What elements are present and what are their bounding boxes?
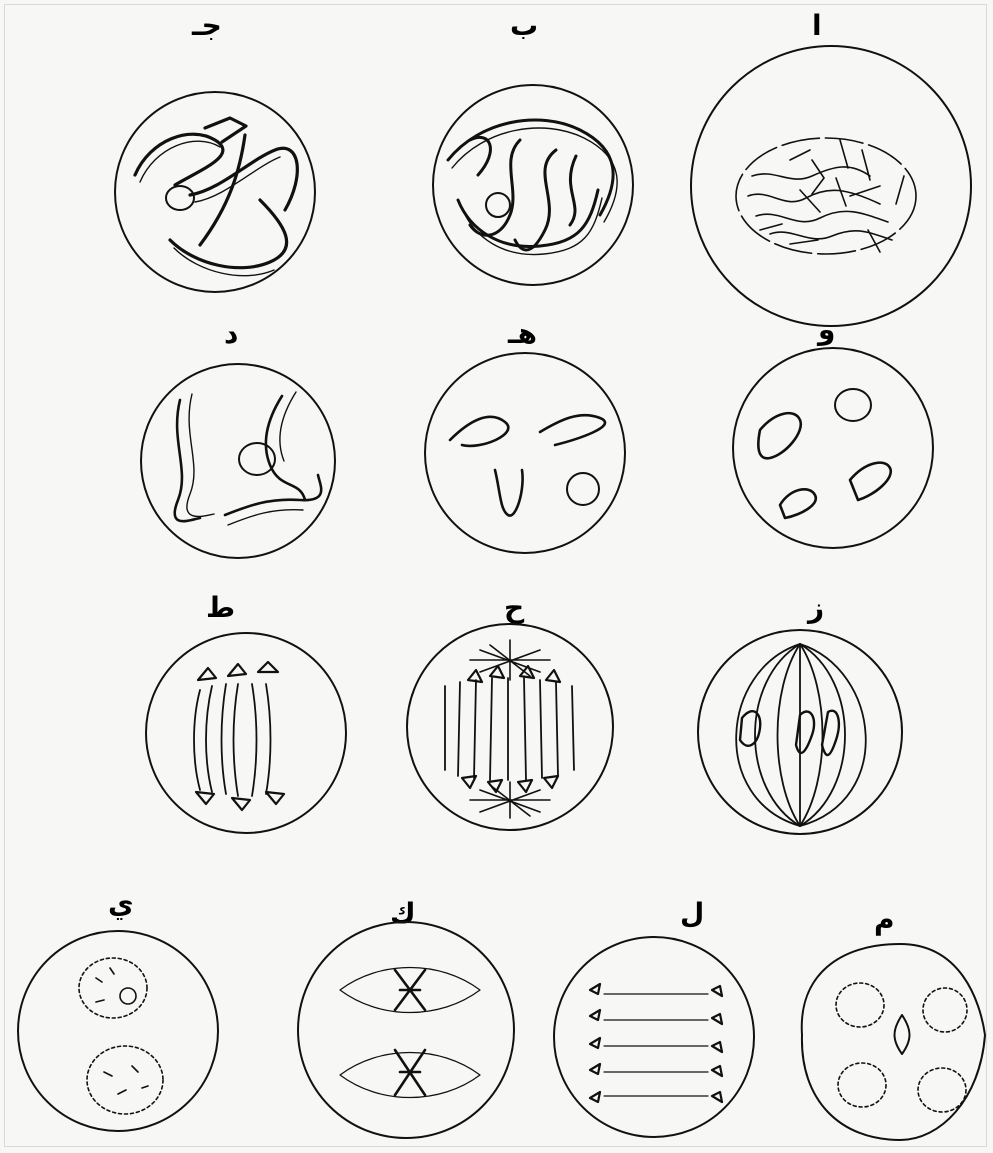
chromatids xyxy=(590,984,722,1102)
thick-bivalents xyxy=(135,118,297,276)
cell-stage-a xyxy=(691,46,971,326)
paired-threads xyxy=(448,120,617,255)
cell-stage-b xyxy=(433,85,633,285)
separating-lines xyxy=(604,994,708,1096)
plate-chromosomes xyxy=(395,970,425,1095)
nucleus-thin-threads xyxy=(736,138,916,254)
cell-stage-h xyxy=(407,624,613,830)
cell-stage-d xyxy=(141,364,335,558)
cell-stage-k xyxy=(298,922,514,1138)
daughter-nuclei xyxy=(79,958,163,1114)
two-spindles xyxy=(340,968,480,1098)
cell-stage-i xyxy=(146,633,346,833)
four-nuclei xyxy=(836,983,967,1112)
spindle-lines xyxy=(445,678,574,780)
cell-stage-l xyxy=(554,937,754,1137)
condensed-bivalents xyxy=(758,413,890,518)
cell-stage-m xyxy=(802,944,985,1140)
spindle-remnant xyxy=(194,684,271,796)
diplotene-chromosomes xyxy=(175,392,321,525)
cell-stage-g xyxy=(698,630,902,834)
cell-stage-e xyxy=(425,353,625,553)
spindle-fibers xyxy=(736,644,866,826)
cell-stage-j xyxy=(18,931,218,1131)
diakinesis-bivalents xyxy=(450,415,605,515)
cell-stage-c xyxy=(115,92,315,292)
cell-stage-f xyxy=(733,348,933,548)
poles-aster xyxy=(470,640,550,818)
